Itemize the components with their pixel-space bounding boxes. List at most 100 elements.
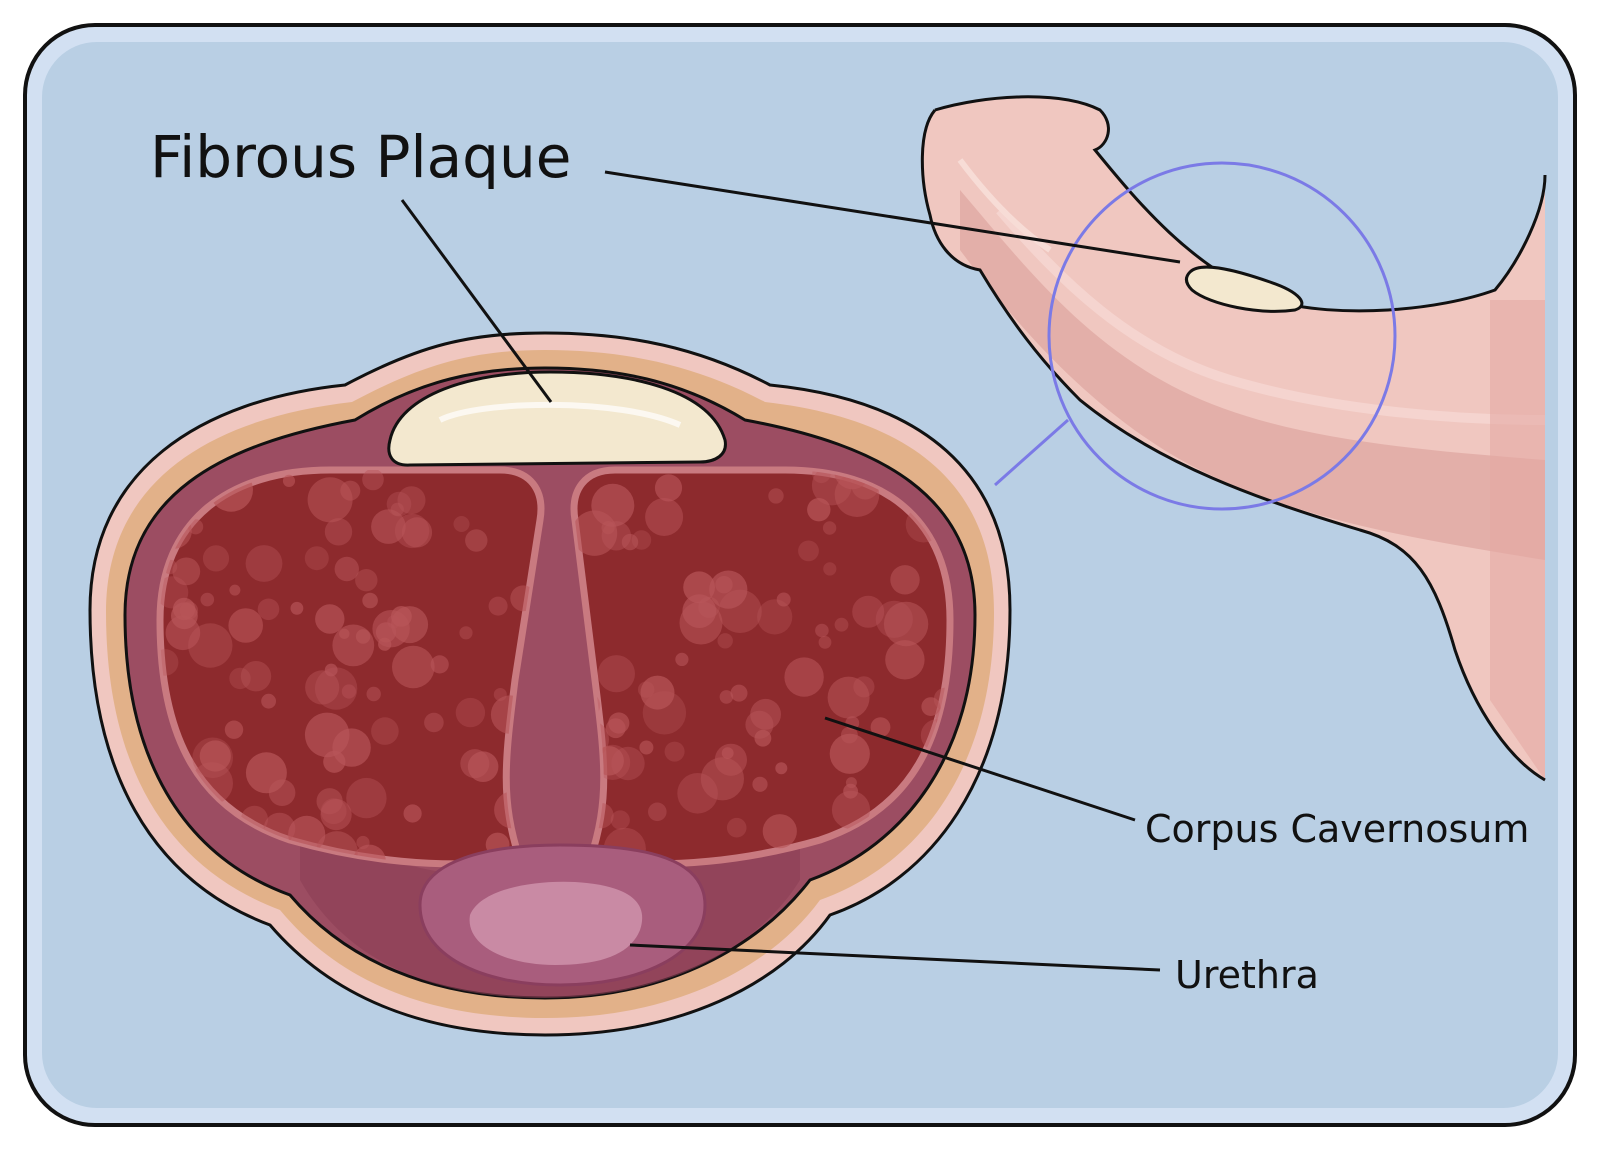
urethra-label: Urethra <box>1175 953 1319 997</box>
sinusoid-blob <box>199 740 231 772</box>
sinusoid-blob <box>853 676 875 698</box>
sinusoid-blob <box>229 584 241 596</box>
sinusoid-blob <box>455 697 486 728</box>
cross-section <box>88 331 1012 1037</box>
sinusoid-blob <box>403 804 422 823</box>
sinusoid-blob <box>320 798 347 825</box>
sinusoid-blob <box>719 690 734 704</box>
sinusoid-blob <box>160 649 179 676</box>
sinusoid-blob <box>268 779 296 806</box>
sinusoid-blob <box>715 576 733 594</box>
sinusoid-blob <box>307 477 353 523</box>
sinusoid-blob <box>829 733 870 774</box>
sinusoid-blob <box>392 645 435 689</box>
leader-plaque-side <box>604 170 1181 264</box>
sinusoid-blob <box>424 712 444 733</box>
sinusoid-blob <box>282 474 296 487</box>
sinusoid-blob <box>601 521 631 551</box>
sinusoid-blob <box>775 762 788 775</box>
sinusoid-blob <box>362 470 384 491</box>
sinusoid-blob <box>315 604 345 634</box>
sinusoids-left <box>160 470 537 864</box>
sinusoid-blob <box>304 546 329 571</box>
sinusoid-blob <box>639 740 654 755</box>
sinusoid-blob <box>605 718 626 739</box>
sinusoid-blob <box>754 729 772 747</box>
sinusoid-blob <box>675 652 689 667</box>
sinusoid-blob <box>341 684 356 699</box>
sinusoid-blob <box>798 540 819 562</box>
sinusoid-blob <box>752 776 768 792</box>
sinusoid-blob <box>314 667 358 710</box>
sinusoid-blob <box>822 521 837 535</box>
sinusoid-blob <box>717 633 733 649</box>
sinusoid-blob <box>391 606 412 627</box>
sinusoid-blob <box>467 751 499 782</box>
sinusoid-blob <box>807 498 831 522</box>
sinusoid-blob <box>823 562 837 576</box>
sinusoid-blob <box>229 667 251 690</box>
sinusoid-blob <box>200 592 215 607</box>
sinusoid-blob <box>852 595 885 628</box>
sinusoid-blob <box>621 533 639 551</box>
sinusoid-blob <box>488 596 508 616</box>
leader-urethra <box>629 943 1161 972</box>
sinusoid-blob <box>597 655 636 693</box>
sinusoid-blob <box>172 557 201 586</box>
sinusoid-blob <box>714 743 748 776</box>
sinusoid-blob <box>346 777 387 819</box>
sinusoid-blob <box>648 802 667 822</box>
sinusoid-blob <box>304 712 350 758</box>
sinusoid-blob <box>397 486 426 515</box>
sinusoid-blob <box>324 663 338 677</box>
sinusoid-blob <box>261 693 276 709</box>
sinusoid-blob <box>750 698 781 730</box>
sinusoid-blob <box>240 661 272 692</box>
plaque-side-view <box>1185 265 1304 313</box>
sinusoid-blob <box>827 676 870 719</box>
sinusoid-blob <box>371 509 406 544</box>
sinusoid-blob <box>870 717 891 737</box>
sinusoid-blob <box>355 569 378 592</box>
sinusoid-blob <box>332 624 375 667</box>
sinusoid-blob <box>356 835 370 850</box>
fibrous-plaque <box>387 370 727 467</box>
sinusoid-blob <box>818 635 832 649</box>
corpus-cavernosum-label: Corpus Cavernosum <box>1145 807 1530 851</box>
sinusoid-blob <box>883 601 929 647</box>
sinusoid-blob <box>682 594 717 628</box>
sinusoid-blob <box>726 817 747 838</box>
sinusoid-blob <box>654 474 683 502</box>
sinusoid-blob <box>683 571 715 604</box>
sinusoid-blob <box>730 684 748 702</box>
sinusoid-blob <box>815 623 829 638</box>
sinusoid-blob <box>366 686 381 702</box>
sinusoid-blob <box>890 565 920 595</box>
sinusoid-blob <box>611 746 645 781</box>
leader-plaque-section <box>400 199 553 403</box>
sinusoid-blob <box>459 626 473 640</box>
sinusoid-blob <box>371 717 399 745</box>
sinusoid-blob <box>768 488 784 504</box>
sinusoid-blob <box>640 675 675 710</box>
sinusoid-blob <box>257 598 280 621</box>
plaque-highlight <box>438 401 682 428</box>
sinusoid-blob <box>362 592 378 609</box>
sinusoid-blob <box>465 529 488 552</box>
sinusoid-blob <box>875 600 913 638</box>
sinusoid-blob <box>718 589 762 633</box>
side-view <box>920 95 1547 782</box>
urethra-structure <box>418 843 707 987</box>
sinusoid-blob <box>610 810 630 830</box>
sinusoid-blob <box>245 545 283 582</box>
sinusoid-blob <box>574 510 618 556</box>
sinusoid-blob <box>784 657 824 697</box>
sinusoid-blob <box>334 556 359 582</box>
sinusoid-blob <box>762 814 797 849</box>
sinusoid-blob <box>324 518 353 546</box>
sinusoid-blob <box>202 545 230 572</box>
corpus-cavernosum-left <box>156 466 545 868</box>
fibrous-plaque-label: Fibrous Plaque <box>150 123 572 191</box>
